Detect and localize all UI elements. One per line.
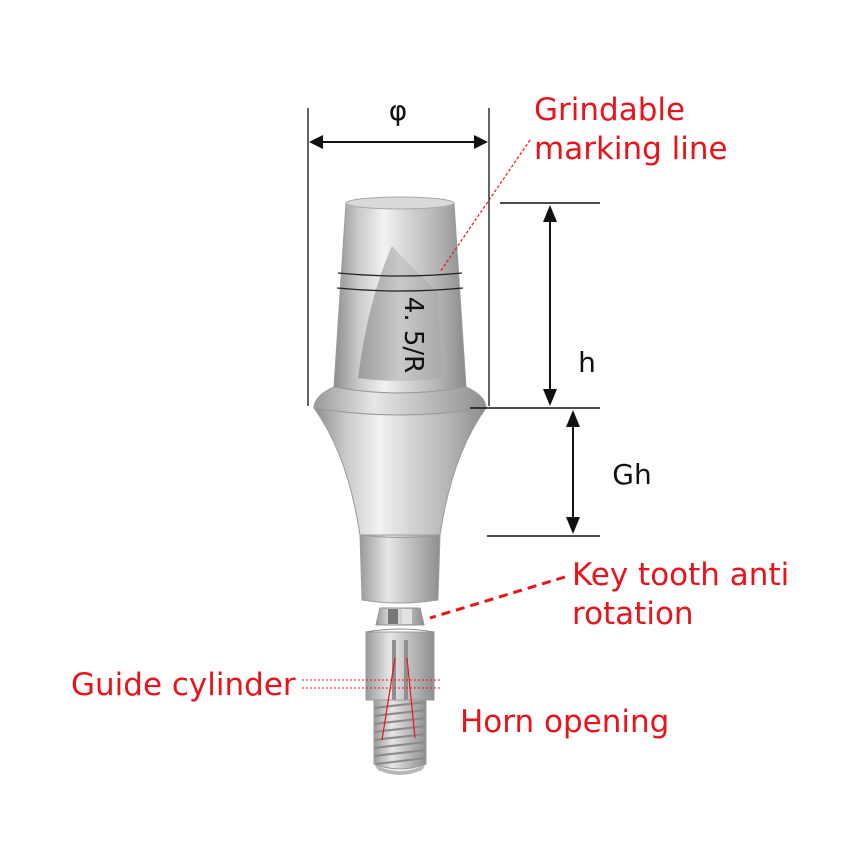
- guide-cylinder-body: [365, 631, 435, 701]
- abutment-top-face: [345, 196, 455, 210]
- grindable-marking-line-lower: [336, 287, 464, 292]
- engraved-flat: [358, 246, 442, 381]
- abutment-gingival-cone: [312, 407, 488, 536]
- diameter-dimension: [307, 108, 490, 406]
- key-tooth-label-line1: Key tooth anti: [572, 557, 789, 593]
- abutment-part: [312, 196, 488, 775]
- gh-arrow-bottom: [566, 517, 580, 534]
- height-label: h: [578, 346, 596, 379]
- abutment-neck: [359, 534, 441, 604]
- guide-cylinder-leader-lines: [302, 679, 440, 689]
- gingival-height-label: Gh: [612, 458, 651, 491]
- gh-arrow-top: [566, 410, 580, 427]
- horn-opening-label: Horn opening: [460, 704, 669, 740]
- height-arrow-bottom: [543, 389, 557, 406]
- key-notch-right: [402, 609, 412, 624]
- gingival-height-dimension: [487, 420, 600, 537]
- guide-cylinder-label: Guide cylinder: [71, 667, 296, 703]
- grindable-label-line2: marking line: [534, 131, 728, 167]
- key-notch-left: [388, 609, 398, 624]
- engraving-text: 4. 5/R: [398, 297, 428, 373]
- height-dimension: [470, 202, 600, 409]
- key-tooth-label-line2: rotation: [572, 596, 694, 632]
- height-arrow-top: [543, 205, 557, 222]
- diameter-arrow-right: [474, 135, 488, 149]
- horn-opening-slot: [392, 640, 396, 700]
- horn-opening-leader-lines: [381, 657, 416, 741]
- diameter-arrow-left: [309, 135, 323, 149]
- anti-rotation-key: [375, 607, 425, 626]
- grindable-label-line1: Grindable: [534, 92, 685, 128]
- grindable-marking-line-upper: [337, 272, 463, 277]
- diameter-label: φ: [389, 94, 407, 127]
- key-tooth-leader-line: [429, 575, 566, 620]
- grindable-leader-line: [439, 139, 531, 273]
